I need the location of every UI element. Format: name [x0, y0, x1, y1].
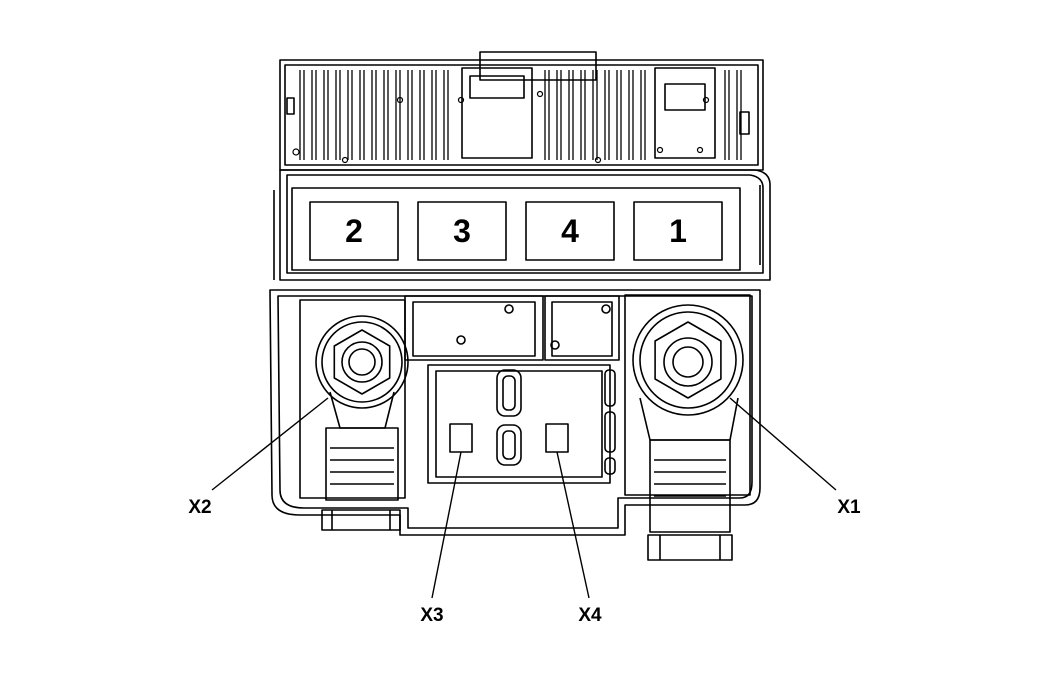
fuse-label-0: 2: [345, 213, 363, 249]
leader-x1: [729, 397, 837, 491]
callout-x1: X1: [837, 497, 861, 518]
fuse-label-3: 1: [669, 213, 687, 249]
fuse-label-1: 3: [453, 213, 471, 249]
leader-x3: [431, 451, 462, 599]
stud-terminal-x1: [604, 294, 751, 561]
fuse-slots: [309, 201, 723, 261]
callout-x4: X4: [578, 605, 602, 626]
callout-x3: X3: [420, 605, 443, 626]
cooling-fins: [299, 70, 742, 160]
fuse-numbers: 2 3 4 1: [345, 213, 687, 249]
fuse-slot-3: [417, 201, 507, 261]
leader-lines: [211, 397, 837, 599]
fuse-slot-2: [309, 201, 399, 261]
fuse-slot-4: [525, 201, 615, 261]
callout-labels: X2 X1 X3 X4: [188, 497, 861, 626]
small-terminal-block: [427, 364, 611, 484]
leader-x2: [211, 397, 329, 491]
callout-x2: X2: [188, 497, 211, 518]
fuse-rail: [273, 169, 771, 281]
stud-terminal-x2: [299, 299, 409, 531]
heatsink-housing: [279, 51, 764, 171]
fuse-slot-1: [633, 201, 723, 261]
leader-x4: [556, 451, 590, 599]
lower-housing: [269, 289, 761, 536]
heatsink-pins: [292, 90, 710, 164]
terminal-x4-pin: [545, 423, 569, 453]
fuse-label-2: 4: [561, 213, 579, 249]
terminal-x3-pin: [449, 423, 473, 453]
